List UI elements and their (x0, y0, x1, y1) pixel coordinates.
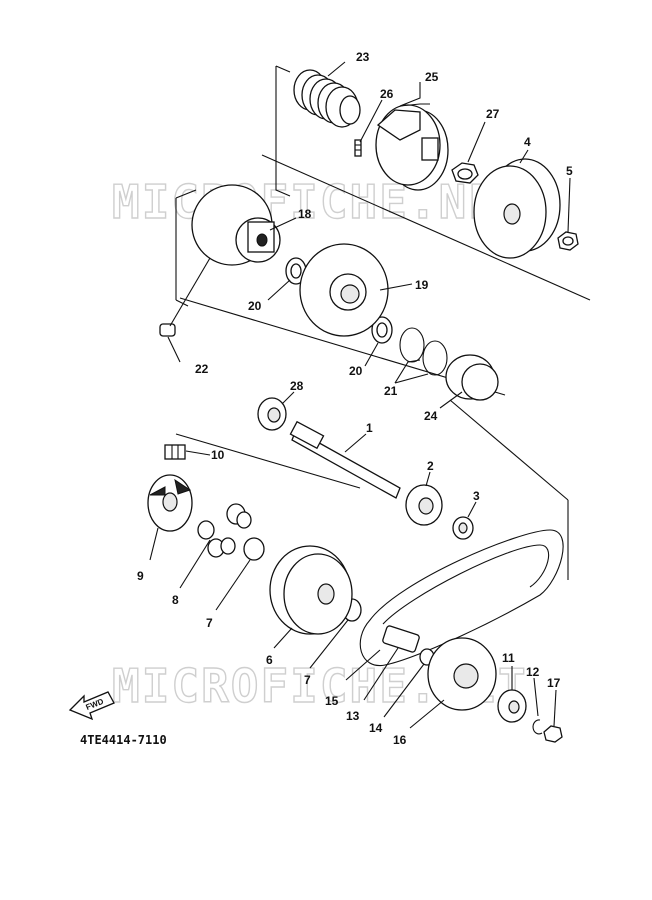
callout-14: 14 (369, 721, 383, 735)
callouts: 23 26 25 27 4 5 18 19 20 20 21 24 22 28 … (137, 50, 573, 747)
callout-20-upper: 20 (248, 299, 262, 313)
callout-27: 27 (486, 107, 500, 121)
bearing-11 (497, 689, 527, 723)
callout-13: 13 (346, 709, 360, 723)
callout-16: 16 (393, 733, 407, 747)
callout-18: 18 (298, 207, 312, 221)
cam-plate (147, 474, 193, 532)
callout-2: 2 (427, 459, 434, 473)
diagram-code: 4TE4414-7110 (80, 733, 167, 747)
cooling-fan (427, 637, 497, 711)
circlip (532, 719, 543, 735)
callout-11: 11 (502, 651, 515, 665)
callout-12: 12 (526, 665, 540, 679)
callout-7-upper: 7 (206, 616, 213, 630)
clutch-carrier (375, 104, 449, 191)
primary-shaft (289, 420, 401, 499)
callout-19: 19 (415, 278, 429, 292)
slider-clip (164, 444, 186, 460)
callout-28: 28 (290, 379, 304, 393)
dowel-pin (159, 323, 176, 337)
spacer-lower-hole (376, 322, 388, 338)
callout-26: 26 (380, 87, 394, 101)
callout-9: 9 (137, 569, 144, 583)
clutch-housing (473, 158, 561, 259)
callout-23: 23 (356, 50, 370, 64)
callout-22: 22 (195, 362, 209, 376)
clutch-group-frame (275, 65, 291, 197)
v-belt (359, 529, 564, 667)
callout-17: 17 (547, 676, 561, 690)
callout-25: 25 (425, 70, 439, 84)
clutch-nut (451, 162, 479, 184)
o-ring-a (399, 327, 425, 363)
primary-fixed-sheave (191, 184, 281, 266)
fwd-arrow-icon: FWD (68, 691, 115, 721)
housing-nut (557, 231, 579, 251)
callout-15: 15 (325, 694, 339, 708)
compression-spring (293, 69, 361, 128)
spacer-upper-hole (290, 263, 302, 279)
bearing-lower (405, 484, 443, 526)
weight-rollers (197, 503, 252, 558)
callout-3: 3 (473, 489, 480, 503)
collar-13 (382, 625, 420, 653)
washer (452, 516, 474, 540)
callout-7-lower: 7 (304, 673, 311, 687)
collar-upper (243, 537, 265, 561)
callout-21: 21 (384, 384, 398, 398)
callout-6: 6 (266, 653, 273, 667)
callout-20-lower: 20 (349, 364, 363, 378)
watermark-top: MICROFICHE.NET (112, 175, 528, 229)
callout-5: 5 (566, 164, 573, 178)
secondary-sheave (269, 545, 353, 635)
callout-8: 8 (172, 593, 179, 607)
cam (445, 354, 499, 401)
spring-pin (354, 139, 362, 157)
callout-10: 10 (211, 448, 225, 462)
callout-4: 4 (524, 135, 531, 149)
callout-24: 24 (424, 409, 438, 423)
sliding-sheave (299, 243, 389, 337)
leader-lines (149, 61, 571, 729)
callout-1: 1 (366, 421, 373, 435)
bearing-upper (257, 397, 287, 431)
nut-17 (543, 725, 563, 743)
o-ring-b (422, 340, 448, 376)
belt-group-frame (175, 399, 569, 580)
